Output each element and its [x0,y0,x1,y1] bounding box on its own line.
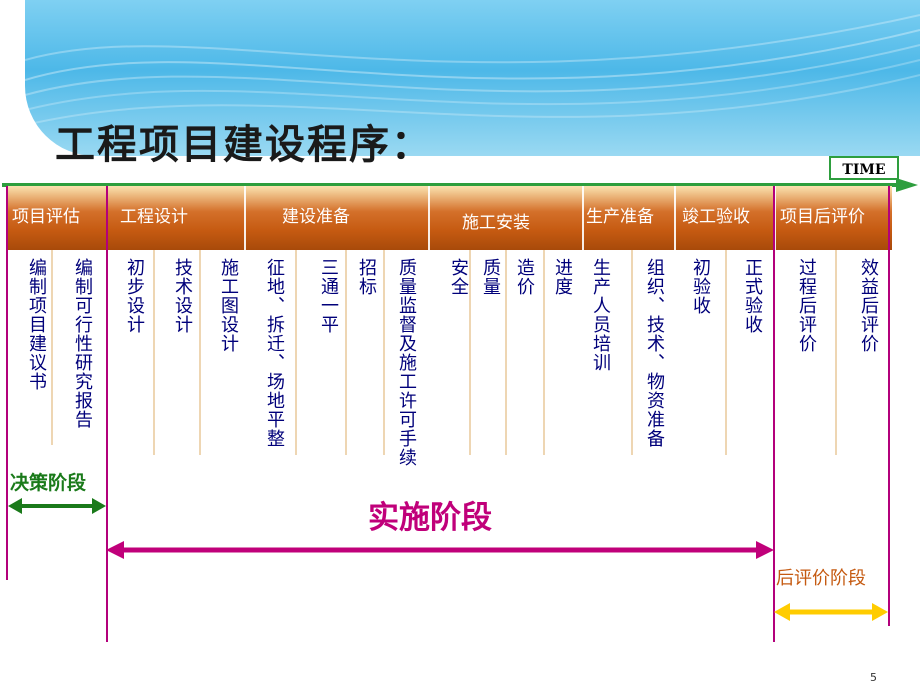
phase-label: 建设准备 [282,207,350,227]
decision-stage-arrow [8,498,106,514]
item-technical-design: 技术设计 [172,258,193,334]
item-bidding: 招标 [356,258,377,296]
item-cost: 造价 [514,258,535,296]
phase-label: 工程设计 [120,207,188,227]
item-safety: 安全 [448,258,469,296]
time-label: TIME [829,156,899,180]
timeline-arrow [2,178,918,192]
stage-divider-decision [106,186,108,642]
phase-separator [244,186,246,250]
phase-label: 竣工验收 [682,207,750,227]
item-quality: 质量 [480,258,501,296]
item-schedule: 进度 [552,258,573,296]
stage-label-post-evaluation: 后评价阶段 [776,568,866,589]
page-number: 5 [870,671,877,684]
item-column-dividers [51,250,837,455]
item-land-acquisition: 征地、拆迁、场地平整 [264,258,285,448]
stage-label-implementation: 实施阶段 [368,500,492,536]
item-quality-permit: 质量监督及施工许可手续 [396,258,417,467]
item-staff-training: 生产人员培训 [590,258,611,372]
item-preliminary-design: 初步设计 [124,258,145,334]
implementation-stage-arrow [106,541,774,559]
item-feasibility-report: 编制可行性研究报告 [72,258,93,429]
item-three-connections: 三通一平 [318,258,339,334]
item-process-evaluation: 过程后评价 [796,258,817,353]
phase-separator [774,186,776,250]
item-formal-acceptance: 正式验收 [742,258,763,334]
phase-label: 项目评估 [12,207,80,227]
page-title: 工程项目建设程序： [55,122,433,168]
phase-label: 施工安装 [462,213,530,233]
header-banner [25,0,920,156]
stage-divider-right [888,186,890,626]
item-initial-acceptance: 初验收 [690,258,711,315]
stage-divider-left [6,186,8,580]
item-benefit-evaluation: 效益后评价 [858,258,879,353]
phase-label: 项目后评价 [780,207,865,227]
banner-wave-decoration [25,14,920,126]
item-org-tech-material-prep: 组织、技术、物资准备 [644,258,665,448]
phase-separator [428,186,430,250]
item-construction-drawing: 施工图设计 [218,258,239,353]
phase-bar [6,186,892,250]
phase-separator [674,186,676,250]
item-project-proposal: 编制项目建议书 [26,258,47,391]
stage-label-decision: 决策阶段 [10,472,87,494]
phase-separator [582,186,584,250]
phase-label: 生产准备 [586,207,654,227]
stage-divider-post [773,186,775,642]
post-evaluation-stage-arrow [774,603,888,621]
